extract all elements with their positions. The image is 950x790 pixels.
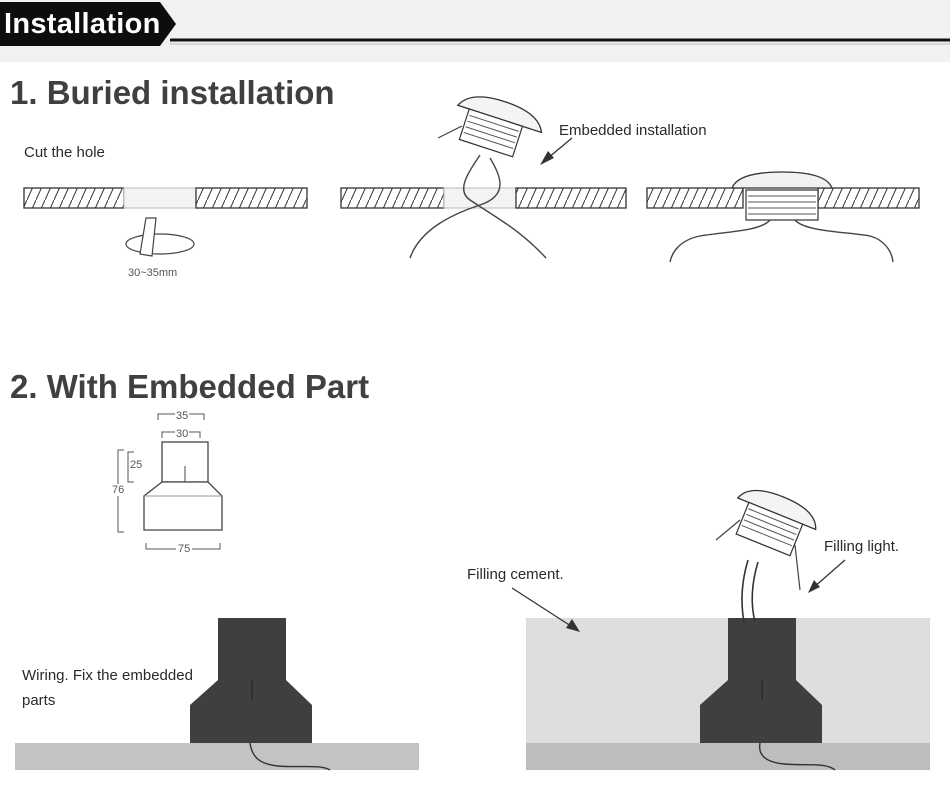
dim-height: 76 bbox=[112, 484, 125, 496]
dim-base: 75 bbox=[176, 543, 193, 555]
header-title: Installation bbox=[4, 8, 161, 40]
wiring-label-line1: Wiring. Fix the embedded bbox=[22, 667, 193, 684]
dim-top-inner: 30 bbox=[175, 428, 190, 440]
filling-light-label: Filling light. bbox=[824, 538, 900, 555]
cut-hole-label: Cut the hole bbox=[24, 144, 105, 161]
embedded-installation-diagram bbox=[340, 96, 627, 259]
embedded-installation-label: Embedded installation bbox=[559, 122, 707, 139]
cut-hole-diagram bbox=[23, 187, 308, 257]
installed-diagram bbox=[646, 171, 920, 263]
dim-top-outer: 35 bbox=[175, 410, 190, 422]
hole-size-label: 30~35mm bbox=[128, 267, 178, 279]
section1-title: 1. Buried installation bbox=[10, 74, 335, 111]
section2-title: 2. With Embedded Part bbox=[10, 368, 370, 405]
filling-cement-label: Filling cement. bbox=[467, 566, 564, 583]
wiring-label-line2: parts bbox=[22, 692, 56, 709]
dim-neck: 25 bbox=[130, 459, 143, 471]
header-tab-shape bbox=[0, 2, 950, 46]
